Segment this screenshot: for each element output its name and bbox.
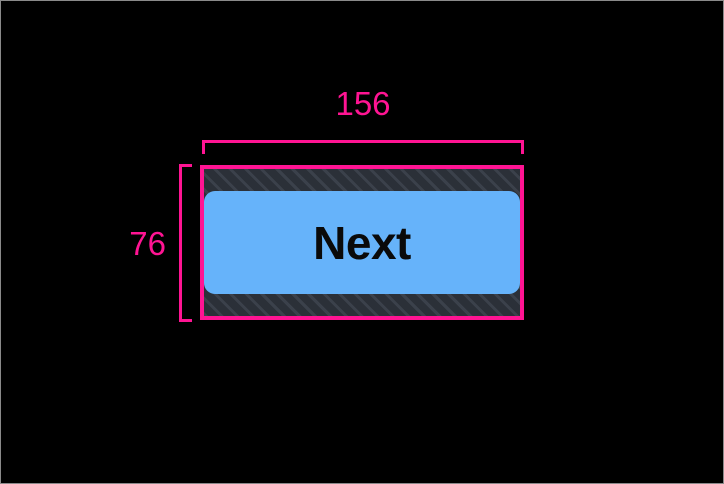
width-dimension-label: 156 — [335, 85, 391, 122]
element-padding-box: Next — [204, 169, 520, 316]
next-button[interactable]: Next — [204, 191, 520, 294]
next-button-label: Next — [313, 216, 411, 269]
height-dimension-label: 76 — [129, 225, 166, 262]
height-dimension-bracket — [179, 164, 192, 322]
element-outline: Next — [200, 165, 524, 320]
width-dimension-bracket — [202, 140, 524, 154]
